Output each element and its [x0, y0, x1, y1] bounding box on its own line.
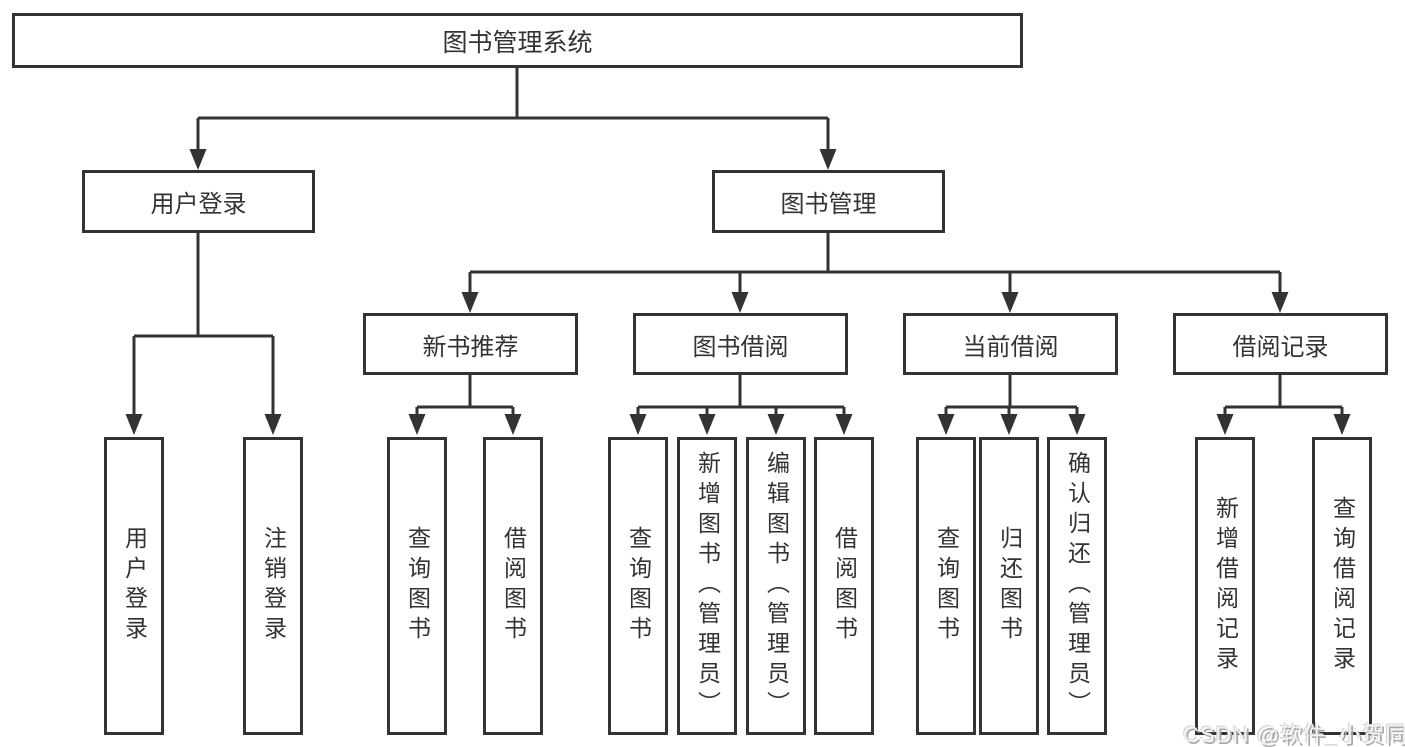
- arrowhead-group: [125, 149, 1351, 435]
- node-borrowing-records: 借阅记录: [1173, 313, 1388, 375]
- leaf-label: 确认归还（管理员）: [1064, 451, 1091, 721]
- node-current-borrowing: 当前借阅: [903, 313, 1118, 375]
- leaf-label: 用户登录: [121, 526, 148, 646]
- node-library-management-system: 图书管理系统: [12, 13, 1023, 68]
- leaf-add-books-admin: 新增图书（管理员）: [677, 437, 737, 735]
- leaf-label: 归还图书: [996, 526, 1023, 646]
- leaf-label: 借阅图书: [500, 526, 527, 646]
- leaf-label: 新增借阅记录: [1212, 496, 1239, 676]
- leaf-label: 新增图书（管理员）: [694, 451, 721, 721]
- leaf-query-books-borrow: 查询图书: [608, 437, 668, 735]
- leaf-query-books-recommend: 查询图书: [387, 437, 447, 735]
- leaf-query-books-current: 查询图书: [916, 437, 976, 735]
- leaf-edit-books-admin: 编辑图书（管理员）: [746, 437, 806, 735]
- leaf-label: 注销登录: [260, 526, 287, 646]
- leaf-label: 查询图书: [404, 526, 431, 646]
- leaf-label: 查询图书: [625, 526, 652, 646]
- node-book-management: 图书管理: [712, 170, 945, 233]
- node-user-login: 用户登录: [82, 170, 315, 233]
- leaf-add-borrow-record: 新增借阅记录: [1195, 437, 1255, 735]
- leaf-logout: 注销登录: [243, 437, 303, 735]
- leaf-borrow-books-borrow: 借阅图书: [814, 437, 874, 735]
- node-new-book-recommend: 新书推荐: [363, 313, 578, 375]
- leaf-label: 借阅图书: [831, 526, 858, 646]
- leaf-confirm-return-admin: 确认归还（管理员）: [1047, 437, 1107, 735]
- leaf-label: 查询图书: [933, 526, 960, 646]
- leaf-borrow-books-recommend: 借阅图书: [483, 437, 543, 735]
- leaf-label: 编辑图书（管理员）: [763, 451, 790, 721]
- node-book-borrowing: 图书借阅: [633, 313, 848, 375]
- watermark: CSDN @软件_小贺同学: [1183, 722, 1405, 747]
- leaf-return-books: 归还图书: [979, 437, 1039, 735]
- leaf-user-login: 用户登录: [104, 437, 164, 735]
- leaf-label: 查询借阅记录: [1329, 496, 1356, 676]
- leaf-query-borrow-record: 查询借阅记录: [1312, 437, 1372, 735]
